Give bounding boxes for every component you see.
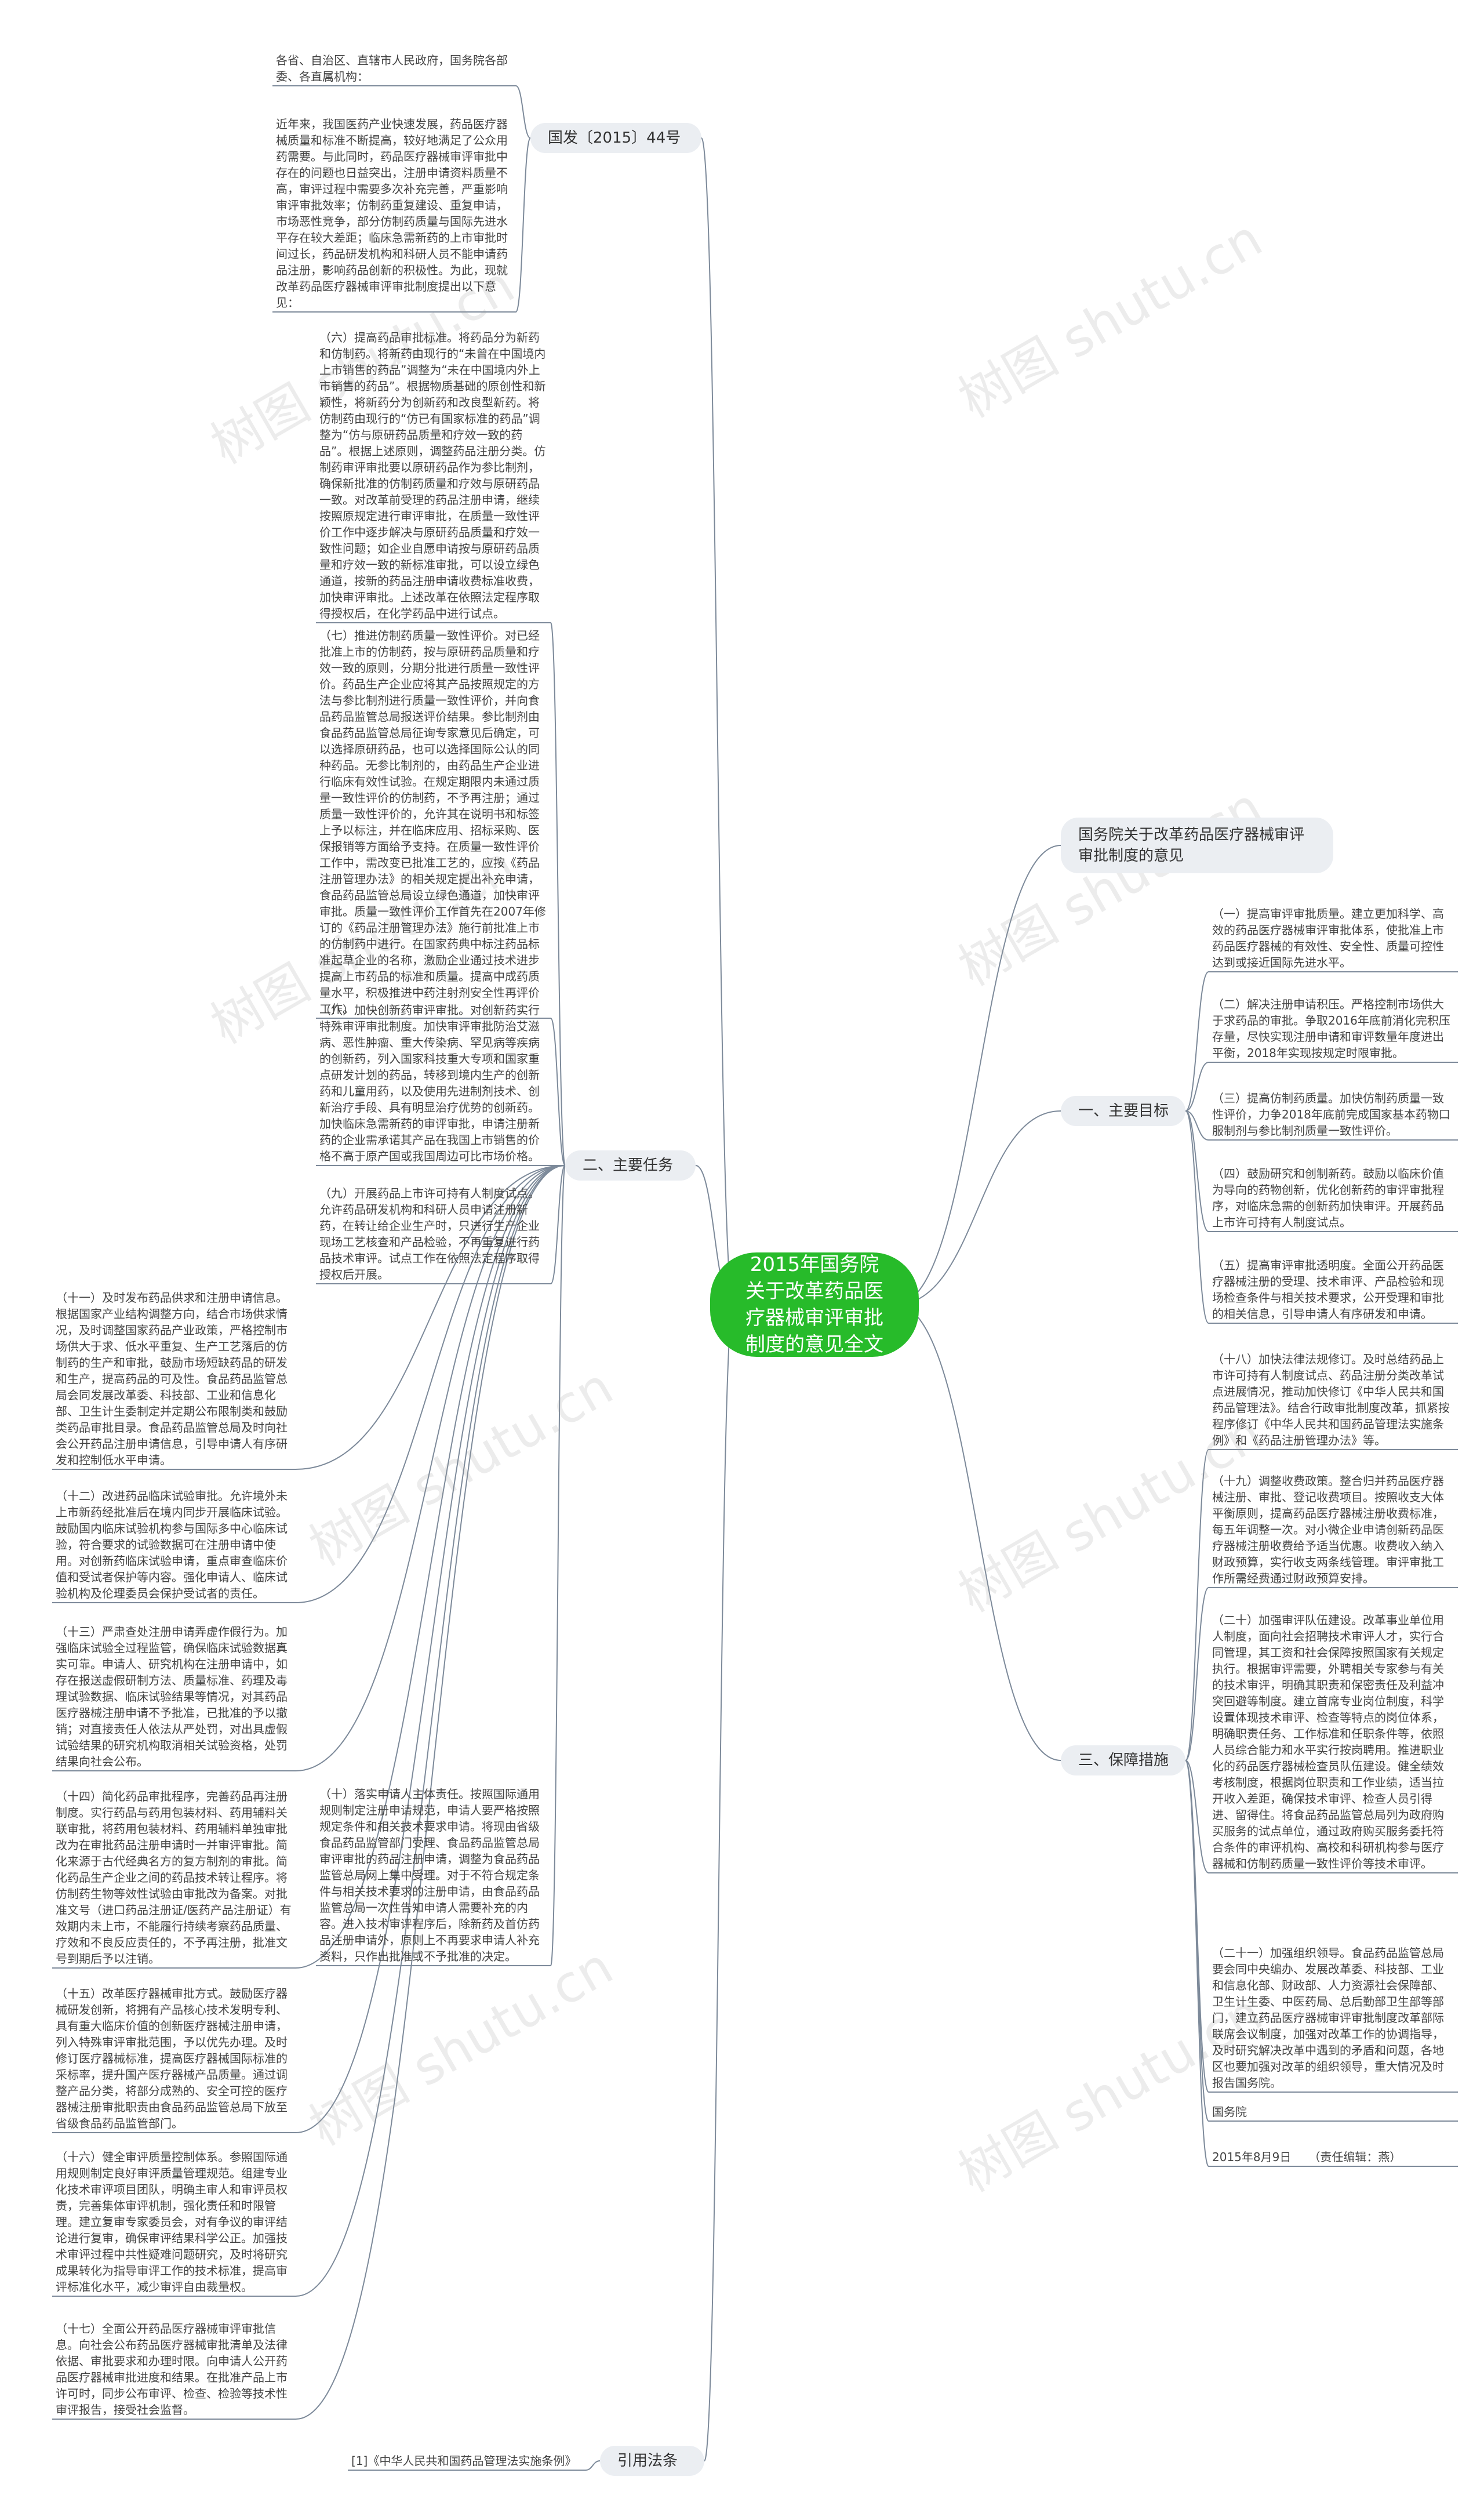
branch-leaf-link [515,85,531,139]
branch-leaf-link [295,1165,566,2297]
leaf-task-13: （十三）严肃查处注册申请弄虚作假行为。加强临床试验全过程监管，确保临床试验数据真… [56,1625,288,1769]
branch-leaf-link [295,1165,566,1969]
root-branch-link [895,1110,1061,1305]
leaf-goal-3: （三）提高仿制药质量。加快仿制药质量一致性评价，力争2018年底前完成国家基本药… [1212,1091,1450,1138]
leaf-cited-law: [1]《中华人民共和国药品管理法实施条例》 [351,2454,577,2468]
leaf-task-16: （十六）健全审评质量控制体系。参照国际通用规则制定良好审评质量管理规范。组建专业… [56,2150,288,2294]
root-branch-link [704,1304,734,2461]
branch-leaf-link [295,1165,566,1771]
root-topic[interactable]: 2015年国务院关于改革药品医疗器械审评审批制度的意见全文 [710,1252,919,1357]
branch-leaf-link [1185,971,1209,1112]
branch-leaf-link [550,1165,566,1284]
leaf-guofa-1: 近年来，我国医药产业快速发展，药品医疗器械质量和标准不断提高，较好地满足了公众用… [276,117,508,310]
leaf-signature: 国务院 [1212,2105,1247,2119]
leaf-task-15: （十五）改革医疗器械审批方式。鼓励医疗器械研发创新，将拥有产品核心技术发明专利、… [56,1987,288,2130]
leaf-goal-2: （二）解决注册申请积压。严格控制市场供大于求药品的审批。争取2016年底前消化完… [1212,997,1450,1060]
branch-leaf-link [515,137,531,313]
branch-leaf-link [1185,1449,1209,1761]
branch-leaf-link [1185,1110,1209,1141]
root-branch-link [701,137,734,1305]
leaf-task-6: （六）提高药品审批标准。将药品分为新药和仿制药。将新药由现行的“未曾在中国境内上… [319,331,546,620]
leaf-goal-5: （五）提高审评审批透明度。全面公开药品医疗器械注册的受理、技术审评、产品检验和现… [1212,1258,1444,1321]
branch-leaf-link [1185,1760,1209,2167]
root-branch-link [895,845,1061,1305]
branch-leaf-link [1185,1062,1209,1112]
branch-leaf-link [585,2460,601,2471]
branch-main-goals[interactable]: 一、主要目标 [1061,1096,1185,1126]
leaf-goal-4: （四）鼓励研究和创制新药。鼓励以临床价值为导向的药物创新，优化创新药的审评审批程… [1212,1167,1444,1229]
leaf-safeguard-19: （十九）调整收费政策。整合归并药品医疗器械注册、审批、登记收费项目。按照收支大体… [1212,1474,1444,1585]
leaf-task-12: （十二）改进药品临床试验审批。允许境外未上市新药经批准后在境内同步开展临床试验。… [56,1489,288,1600]
branch-leaf-link [550,1165,566,1966]
branch-leaf-link [1185,1587,1209,1761]
leaf-date-editor: 2015年8月9日 （责任编辑：燕） [1212,2150,1402,2164]
branch-cited-law[interactable]: 引用法条 [600,2446,704,2476]
branch-leaf-link [295,1165,566,1470]
branch-leaf-link [295,1165,566,2133]
leaf-guofa-0: 各省、自治区、直辖市人民政府，国务院各部委、各直属机构： [276,53,508,83]
branch-title[interactable]: 国务院关于改革药品医疗器械审评审批制度的意见 [1061,818,1333,873]
leaf-safeguard-20: （二十）加强审评队伍建设。改革事业单位用人制度，面向社会招聘技术审评人才，实行合… [1212,1613,1444,1871]
branch-leaf-link [1185,1110,1209,1232]
branch-leaf-link [1185,1110,1209,1324]
leaf-task-8: （八）加快创新药审评审批。对创新药实行特殊审评审批制度。加快审评审批防治艾滋病、… [319,1003,540,1163]
leaf-goal-1: （一）提高审评审批质量。建立更加科学、高效的药品医疗器械审评审批体系，使批准上市… [1212,907,1444,969]
branch-leaf-link [1185,1760,1209,1873]
leaf-task-7: （七）推进仿制药质量一致性评价。对已经批准上市的仿制药，按与原研药品质量和疗效一… [319,629,546,1016]
leaf-task-10: （十）落实申请人主体责任。按照国际通用规则制定注册申请规范，申请人要严格按照规定… [319,1787,540,1963]
root-branch-link [895,1304,1061,1761]
branch-leaf-link [295,1165,566,1603]
branch-guofa-number[interactable]: 国发〔2015〕44号 [530,123,701,153]
leaf-task-17: （十七）全面公开药品医疗器械审评审批信息。向社会公布药品医疗器械审批清单及法律依… [56,2322,288,2417]
leaf-task-14: （十四）简化药品审批程序，完善药品再注册制度。实行药品与药用包装材料、药用辅料关… [56,1789,292,1966]
branch-leaf-link [295,1165,566,2420]
leaf-safeguard-18: （十八）加快法律法规修订。及时总结药品上市许可持有人制度试点、药品注册分类改革试… [1212,1352,1450,1447]
branch-safeguards[interactable]: 三、保障措施 [1061,1745,1185,1775]
branch-leaf-link [550,622,566,1166]
leaf-safeguard-21: （二十一）加强组织领导。食品药品监管总局要会同中央编办、发展改革委、科技部、工业… [1212,1946,1444,2090]
root-topic-label: 2015年国务院关于改革药品医疗器械审评审批制度的意见全文 [745,1253,883,1356]
leaf-task-9: （九）开展药品上市许可持有人制度试点。允许药品研发机构和科研人员申请注册新药，在… [319,1186,540,1281]
leaf-task-11: （十一）及时发布药品供求和注册申请信息。根据国家产业结构调整方向，结合市场供求情… [56,1291,288,1467]
branch-leaf-link [550,1018,566,1166]
branch-main-tasks[interactable]: 二、主要任务 [565,1150,696,1181]
